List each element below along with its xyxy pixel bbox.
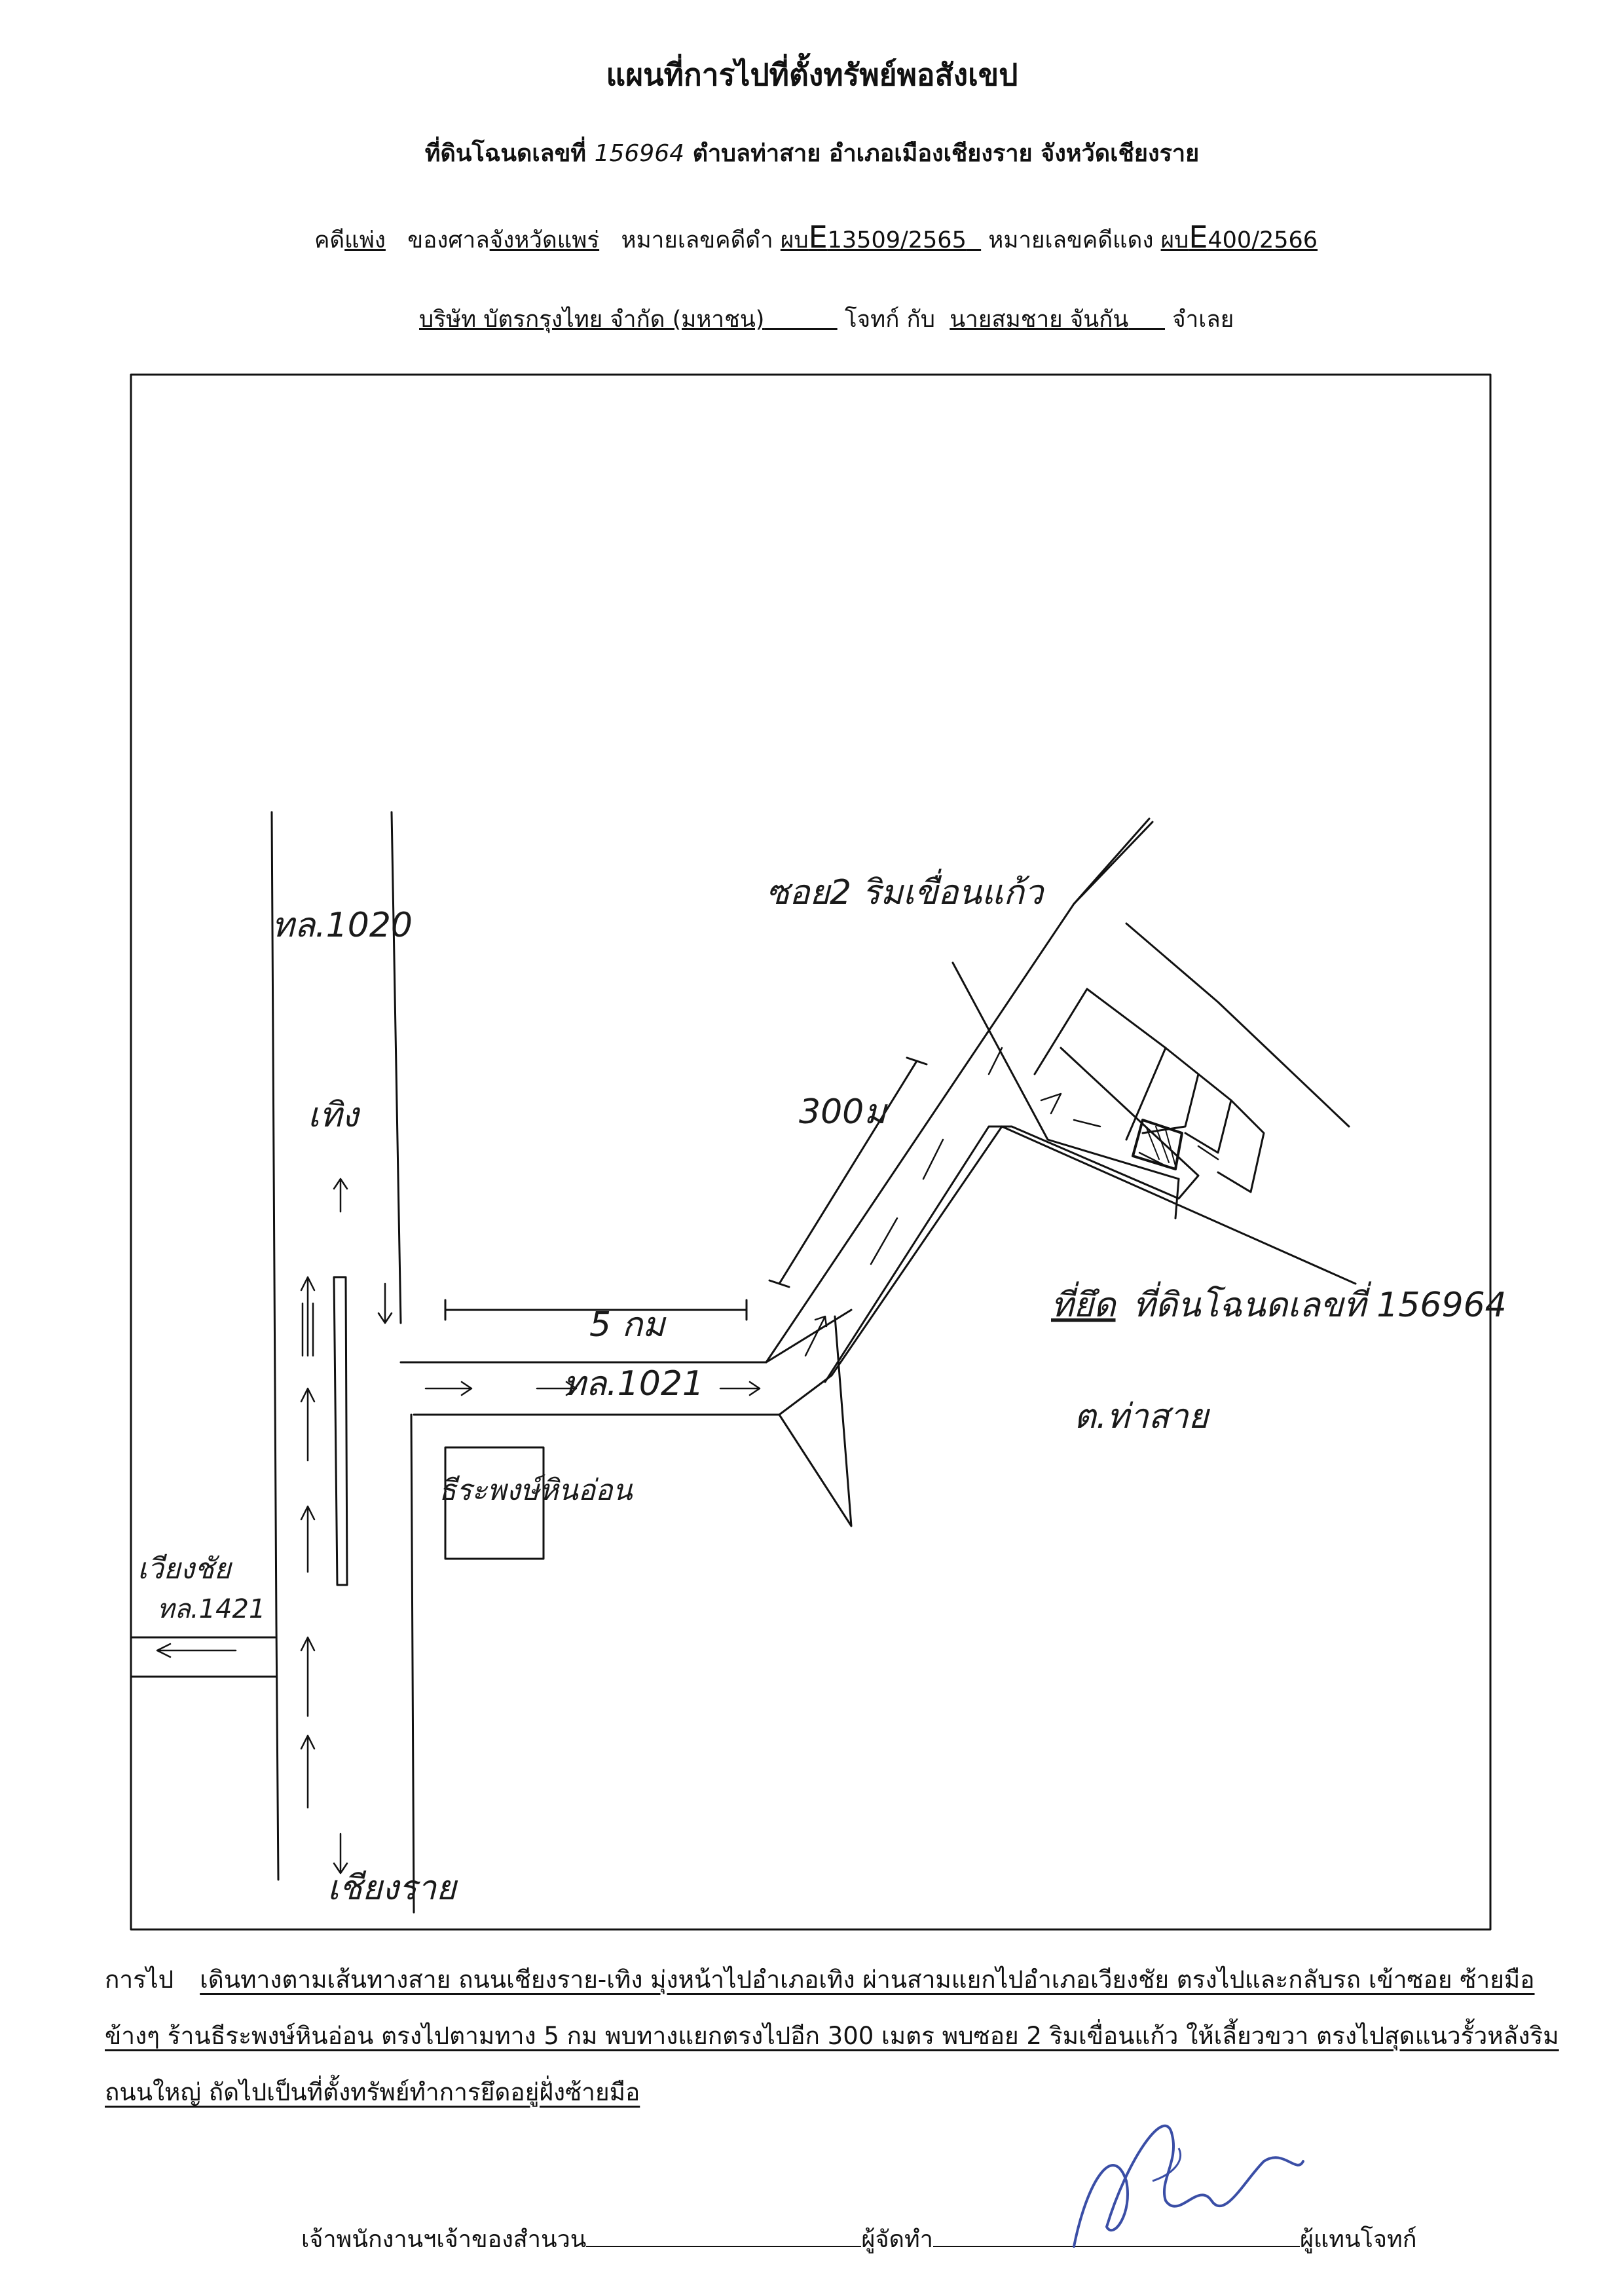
court-name: จังหวัดแพร่: [489, 227, 600, 253]
shop-box: [444, 1446, 545, 1560]
tambon-label: ต.ท่าสาย: [1074, 1397, 1211, 1436]
red-case-prefix: ผบ: [1160, 227, 1189, 253]
plaintiff-rep-label: ผู้แทนโจทก์: [1299, 2226, 1417, 2253]
parties-line: บริษัท บัตรกรุงไทย จำกัด (มหาชน) โจทก์ ก…: [419, 301, 1234, 337]
black-case-letter: E: [808, 219, 828, 255]
land-deed-line: ที่ดินโฉนดเลขที่ 156964 ตำบลท่าสาย อำเภอ…: [0, 134, 1624, 172]
median: [333, 1276, 348, 1586]
case-type-label: คดี: [314, 227, 345, 253]
black-case-no: 13509/2565: [827, 227, 967, 253]
case-line: คดีแพ่ง ของศาลจังหวัดแพร่ หมายเลขคดีดำ ผ…: [314, 219, 1318, 258]
wiang-chai-label: เวียงชัย: [138, 1552, 233, 1586]
subject-marker: ที่ยึด: [1051, 1281, 1117, 1325]
officer-label: เจ้าพนักงานฯเจ้าของสำนวน: [301, 2226, 587, 2253]
directions-label: การไป: [105, 1965, 174, 1994]
case-type: แพ่ง: [344, 227, 386, 253]
red-case-letter: E: [1189, 219, 1208, 255]
signature-row: เจ้าพนักงานฯเจ้าของสำนวน ผู้จัดทำ ผู้แทนโจ…: [301, 2220, 1417, 2258]
shop-label: ธีระพงษ์หินอ่อน: [439, 1474, 634, 1507]
road-1421-label: ทล.1421: [157, 1594, 265, 1624]
court-label: ของศาล: [407, 227, 490, 253]
distance-5km-label: 5 กม: [589, 1305, 667, 1345]
location-map: ทล.1020 เทิง ทล.1021 5 กม 300ม ซอย2 ริมเ…: [130, 373, 1507, 1931]
land-location: ตำบลท่าสาย อำเภอเมืองเชียงราย จังหวัดเชี…: [692, 140, 1200, 167]
defendant-label: จำเลย: [1172, 307, 1234, 333]
black-case-label: หมายเลขคดีดำ: [621, 227, 773, 253]
black-case-number: ผบE13509/2565: [780, 219, 981, 255]
preparer-label: ผู้จัดทำ: [861, 2226, 933, 2253]
defendant-name: นายสมชาย จันกัน: [950, 307, 1129, 333]
directions: การไปเดินทางตามเส้นทางสาย ถนนเชียงราย-เท…: [105, 1952, 1565, 2121]
road-1020-label: ทล.1020: [272, 906, 413, 945]
connector: กับ: [906, 307, 935, 333]
red-case-number: ผบE400/2566: [1160, 219, 1318, 255]
plaintiff-name: บริษัท บัตรกรุงไทย จำกัด (มหาชน): [419, 307, 765, 333]
directions-text: เดินทางตามเส้นทางสาย ถนนเชียงราย-เทิง มุ…: [105, 1965, 1559, 2106]
land-deed-number: 156964: [594, 140, 685, 167]
land-deed-prefix: ที่ดินโฉนดเลขที่: [424, 140, 587, 167]
red-case-no: 400/2566: [1208, 227, 1318, 253]
chiang-rai-label: เชียงราย: [327, 1869, 458, 1908]
main-road-left-edge: [270, 811, 280, 1881]
document-title: แผนที่การไปที่ตั้งทรัพย์พอสังเขป: [606, 57, 1018, 92]
thoeng-label: เทิง: [308, 1096, 361, 1135]
distance-300m-label: 300ม: [799, 1092, 888, 1132]
black-case-prefix: ผบ: [780, 227, 809, 253]
soi-label: ซอย2 ริมเขื่อนแก้ว: [766, 868, 1045, 912]
road-1021-label: ทล.1021: [563, 1364, 704, 1404]
red-case-label: หมายเลขคดีแดง: [988, 227, 1154, 253]
map-frame: [130, 373, 1492, 1931]
land-deed-map-label: ที่ดินโฉนดเลขที่ 156964: [1133, 1281, 1507, 1325]
plaintiff-label: โจทก์: [844, 307, 900, 333]
